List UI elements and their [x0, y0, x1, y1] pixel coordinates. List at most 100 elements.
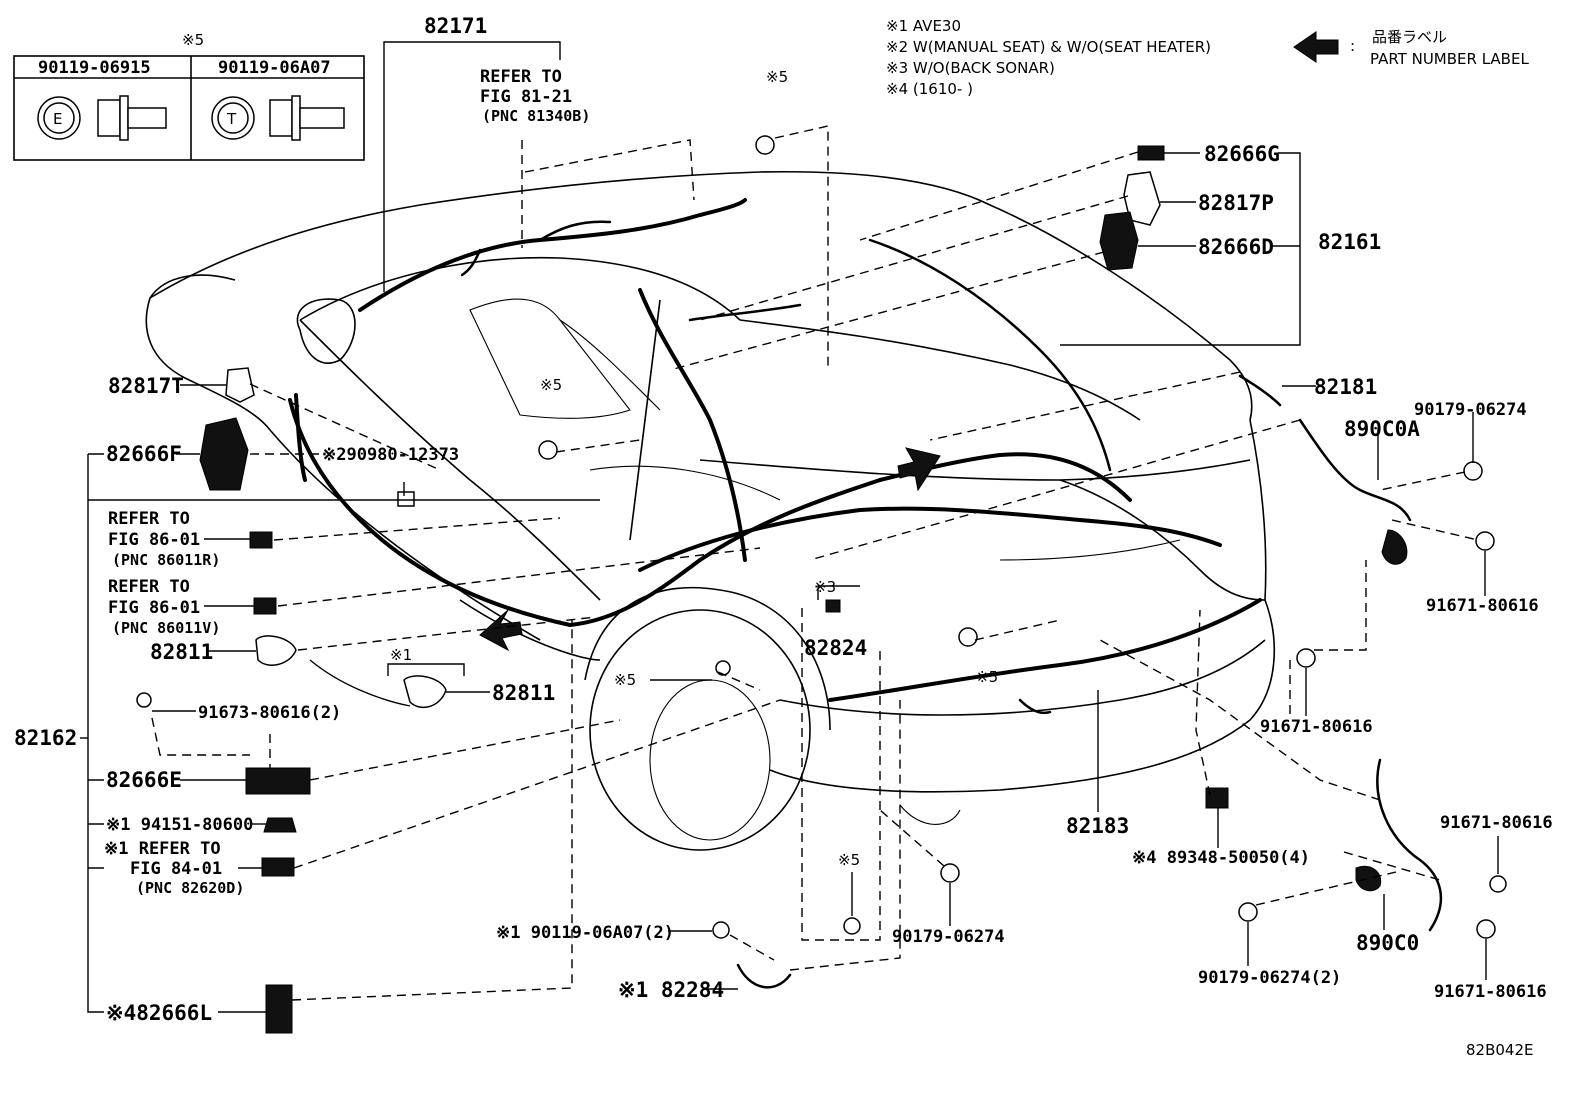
relay-82666L-icon [265, 984, 293, 1034]
label-91671-d: 91671-80616 [1434, 982, 1547, 1002]
note-4: ※4 (1610- ) [886, 80, 973, 98]
bolt-icon [712, 921, 730, 939]
grommet-94151-icon [263, 817, 297, 833]
bolt-icon [1296, 648, 1316, 668]
label-82284: ※1 82284 [618, 978, 724, 1002]
ref2-line2: FIG 86-01 [108, 530, 200, 550]
nut-e-icon: E [37, 95, 167, 141]
arrow-front-icon [479, 609, 523, 652]
label-90179-c: 90179-06274(2) [1198, 968, 1341, 988]
ref2-line1: REFER TO [108, 509, 190, 529]
legend-jp: 品番ラベル [1372, 28, 1447, 46]
mark-5-center: ※5 [976, 668, 998, 686]
label-90119: ※1 90119-06A07(2) [496, 923, 674, 943]
label-82666L: ※482666L [106, 1001, 212, 1025]
bolt-icon [843, 917, 861, 935]
note-1: ※1 AVE30 [886, 17, 961, 35]
connector-89348-icon [1205, 787, 1229, 809]
label-82181: 82181 [1314, 375, 1377, 399]
bolt-icon [1489, 875, 1507, 893]
mark-5-top: ※5 [766, 68, 788, 86]
ref4-line2: FIG 84-01 [130, 859, 222, 879]
label-82162: 82162 [14, 726, 77, 750]
harness-wires [288, 198, 1443, 989]
part-labels: 82171 REFER TO FIG 81-21 (PNC 81340B) ※5… [14, 14, 1553, 1059]
arrow-left-icon [1293, 31, 1339, 63]
leader-lines [80, 41, 1499, 1013]
label-82171: 82171 [424, 14, 487, 38]
car-body [145, 170, 1276, 851]
label-90179-a: 90179-06274 [1414, 400, 1527, 420]
bolt-icon [755, 135, 775, 155]
label-82666G: 82666G [1204, 142, 1280, 166]
ref1-line3: (PNC 81340B) [482, 107, 590, 125]
ref4-line3: (PNC 82620D) [136, 879, 244, 897]
label-90179-b: 90179-06274 [892, 927, 1005, 947]
note-3: ※3 W/O(BACK SONAR) [886, 59, 1055, 77]
svg-text:E: E [53, 110, 62, 128]
bracket-82817P-icon [1123, 171, 1161, 226]
label-82811-b: 82811 [492, 681, 555, 705]
mark-1-clamp: ※1 [390, 646, 412, 664]
mark-3: ※3 [814, 578, 836, 596]
label-82817T: 82817T [108, 374, 184, 398]
label-82666D: 82666D [1198, 235, 1274, 259]
label-890C0: 890C0 [1356, 931, 1419, 955]
sonar-890C0A-icon [1381, 529, 1408, 565]
label-91671-a: 91671-80616 [1426, 596, 1539, 616]
connector-82817T-icon [225, 367, 255, 403]
label-91673: 91673-80616(2) [198, 703, 341, 723]
figure-code: 82B042E [1466, 1041, 1534, 1059]
label-89348: ※4 89348-50050(4) [1132, 848, 1310, 868]
label-82824: 82824 [804, 636, 867, 660]
mark-5-lower-left: ※5 [614, 671, 636, 689]
fastener-part-2: 90119-06A07 [218, 58, 331, 78]
bolt-icon [958, 627, 978, 647]
clamp-82811-icon [255, 635, 297, 666]
connector-82824-icon [825, 599, 841, 613]
connector-ref2-icon [249, 531, 273, 549]
ref1-line2: FIG 81-21 [480, 87, 572, 107]
mark-5-lower: ※5 [838, 851, 860, 869]
ref3-line1: REFER TO [108, 577, 190, 597]
relay-82666D-icon [1099, 211, 1139, 271]
label-91671-c: 91671-80616 [1440, 813, 1553, 833]
label-82811-a: 82811 [150, 640, 213, 664]
label-82817-icon [397, 491, 415, 507]
clamp-82811b-icon [403, 675, 447, 709]
connector-ref4-icon [261, 857, 295, 877]
label-290980: ※290980-12373 [322, 445, 459, 465]
ref3-line3: (PNC 86011V) [112, 619, 220, 637]
label-82183: 82183 [1066, 814, 1129, 838]
notes: ※1 AVE30 ※2 W(MANUAL SEAT) & W/O(SEAT HE… [886, 17, 1211, 98]
ref2-line3: (PNC 86011R) [112, 551, 220, 569]
ref4-line1: ※1 REFER TO [104, 839, 221, 859]
bolt-icon [1238, 902, 1258, 922]
arrow-trunk-icon [897, 447, 941, 492]
relay-82666E-icon [245, 767, 311, 795]
bolt-icon [1476, 919, 1496, 939]
note-2: ※2 W(MANUAL SEAT) & W/O(SEAT HEATER) [886, 38, 1211, 56]
connector-82666G-icon [1137, 145, 1165, 161]
label-82817P: 82817P [1198, 191, 1274, 215]
fastener-part-1: 90119-06915 [38, 58, 151, 78]
label-82666F: 82666F [106, 442, 182, 466]
svg-text::: : [1350, 37, 1355, 55]
ref1-line1: REFER TO [480, 67, 562, 87]
part-number-legend: : 品番ラベル PART NUMBER LABEL [1293, 28, 1529, 68]
bolts [136, 135, 1507, 939]
label-890C0A: 890C0A [1344, 417, 1420, 441]
bolt-icon [1475, 531, 1495, 551]
mark-5-mid-left: ※5 [540, 376, 562, 394]
fastener-table-note: ※5 [182, 31, 204, 49]
bolt-icon [1463, 461, 1483, 481]
fastener-table: ※5 90119-06915 90119-06A07 E T [13, 31, 365, 161]
label-82161: 82161 [1318, 230, 1381, 254]
bolt-icon [940, 863, 960, 883]
junction-block-82666F-icon [199, 417, 249, 491]
bolt-icon [715, 660, 731, 676]
label-94151: ※1 94151-80600 [106, 815, 253, 835]
bolt-icon [538, 440, 558, 460]
label-82666E: 82666E [106, 768, 182, 792]
